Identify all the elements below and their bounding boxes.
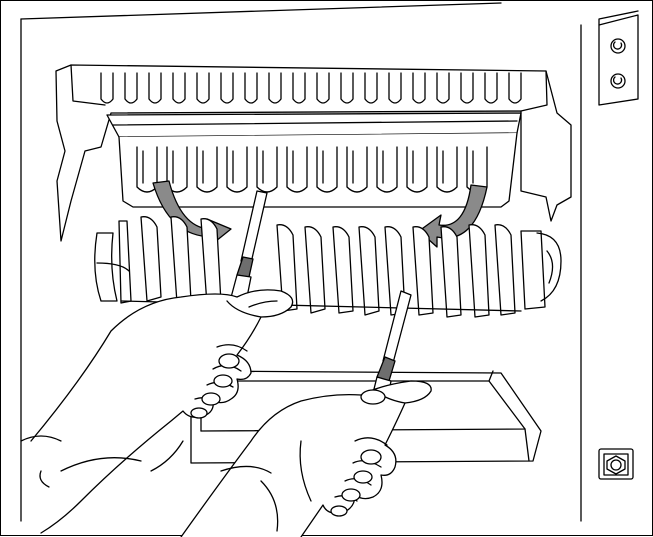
hex-fastener-icon [598, 448, 634, 480]
ice-tray-back-fingers [100, 72, 522, 104]
right-hand-icon [180, 380, 432, 537]
ejector-fingers-icon [94, 216, 562, 318]
control-knobs-icon [598, 10, 639, 106]
ice-mould-housing [55, 64, 572, 242]
ice-tray-icon [106, 112, 522, 208]
left-hand-icon [20, 289, 294, 534]
cabinet-top-edge [20, 2, 502, 20]
